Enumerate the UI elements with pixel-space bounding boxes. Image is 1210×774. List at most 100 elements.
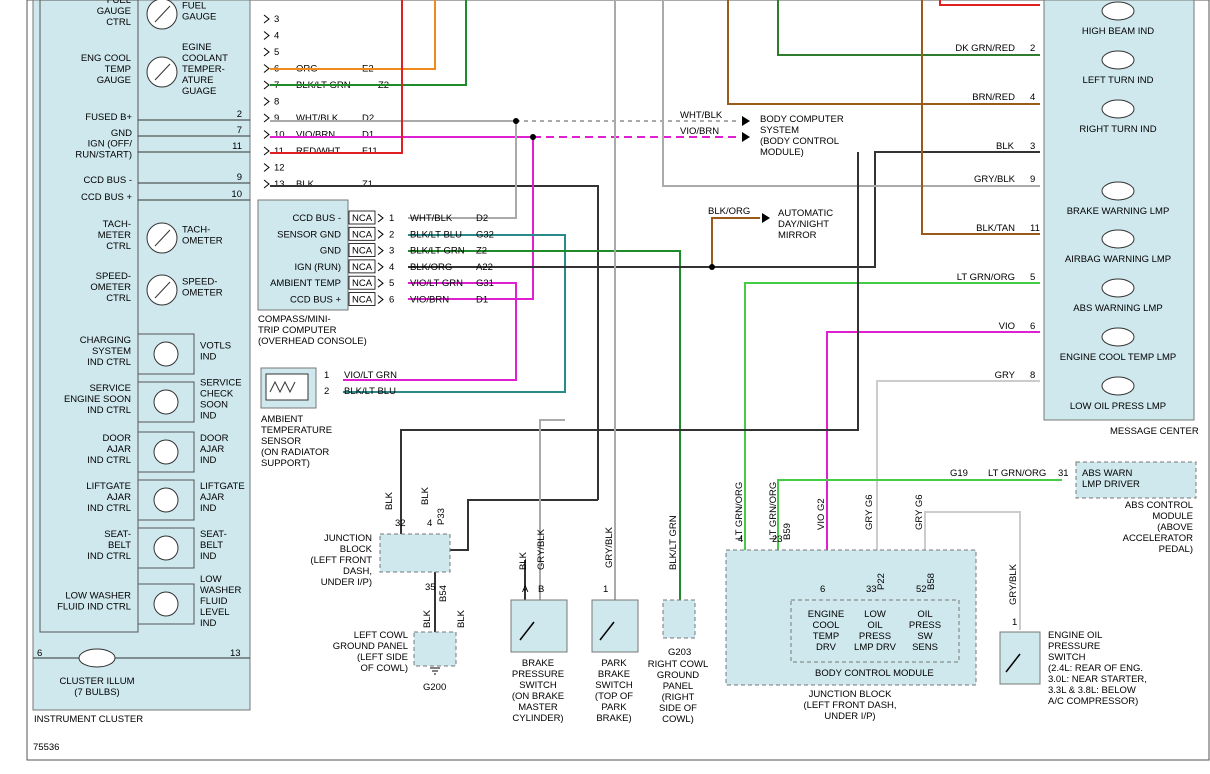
- lamp-bulb-icon: [1101, 181, 1135, 201]
- bcm-pin-number: 23: [772, 534, 783, 545]
- wire-org-e2: [270, 0, 436, 70]
- message-center-lamp-label: LOW OIL PRESS LMP: [1070, 401, 1166, 412]
- message-center-wire: LT GRN/ORG: [957, 272, 1015, 283]
- arrow-icon: [742, 132, 750, 142]
- connector-pin-icon: [377, 262, 384, 272]
- wire-gry-blk-9: [662, 0, 1040, 187]
- bcm-wire-color: GRY G6: [914, 494, 925, 530]
- oil-pin: 1: [1012, 617, 1017, 628]
- lamp-bulb-icon: [1101, 1, 1135, 21]
- connector-circuit: D1: [362, 130, 374, 141]
- park-pin: 1: [603, 584, 608, 595]
- park-switch-box: [591, 599, 639, 653]
- message-center-pin: 4: [1030, 92, 1035, 103]
- bcm-wire-color: LT GRN/ORG: [734, 482, 745, 540]
- instrument-cluster-title: INSTRUMENT CLUSTER: [34, 714, 143, 725]
- nca-label: NCA: [352, 262, 373, 273]
- wire-vio-ltgrn-g31: [343, 282, 517, 381]
- wire-blk-z1: [270, 185, 599, 500]
- message-center-wire: GRY/BLK: [974, 174, 1016, 185]
- brake-pin-a: A: [522, 584, 529, 595]
- cluster-pin-number: 2: [237, 109, 242, 120]
- message-center-wire: VIO: [999, 321, 1015, 332]
- nca-box: [348, 275, 376, 290]
- frame: [26, 0, 1210, 761]
- abs-pin: 31: [1058, 468, 1069, 479]
- connector-wire-color: BLK: [296, 179, 315, 190]
- lamp-bulb-icon: [1101, 278, 1135, 298]
- bulb-icon: [153, 439, 179, 465]
- message-center-box: [1043, 0, 1195, 421]
- bcm-circuit: B59: [782, 523, 793, 540]
- connector-pin-icon: [377, 246, 384, 255]
- ground-left-wire-2: BLK: [456, 609, 467, 628]
- compass-pin-number: 1: [389, 213, 394, 224]
- connector-pin-icon: [377, 295, 384, 304]
- connector-circuit: D2: [362, 113, 374, 124]
- illum-bulb-icon: [78, 648, 116, 668]
- compass-circuit: D2: [476, 213, 488, 224]
- bcm-wire-color: GRY G6: [864, 494, 875, 530]
- bcm-inner-pin: 6: [820, 584, 825, 595]
- compass-wire-color: VIO/BRN: [410, 295, 449, 306]
- jb-wire-32: BLK: [384, 491, 395, 510]
- nca-label: NCA: [352, 213, 373, 224]
- wire-ltgrn-org-g19: [777, 479, 1062, 560]
- connector-pin-number: 12: [274, 163, 285, 174]
- compass-pin-number: 2: [389, 229, 394, 240]
- connector-pin-number: 10: [274, 130, 285, 141]
- ground-right-box: [662, 599, 696, 639]
- connector-pin-number: 5: [274, 47, 279, 58]
- splice-dots: [513, 118, 715, 270]
- wire-blk-ltblu-g32: [343, 234, 566, 393]
- connector-pin-icon: [263, 163, 270, 172]
- compass-circuit: G31: [476, 278, 494, 289]
- switch-icon: [519, 621, 535, 641]
- compass-box: [257, 199, 349, 311]
- brake-wire-a: BLK: [518, 551, 529, 570]
- connector-pin-icon: [263, 14, 270, 24]
- message-center-pin: 9: [1030, 174, 1035, 185]
- mc-blk-wire: BLK: [996, 141, 1015, 152]
- connector-circuit: Z1: [362, 179, 373, 190]
- nca-box: [348, 292, 376, 306]
- wire-ltgrn-org-5: [744, 282, 1040, 560]
- compass-pin-number: 6: [389, 295, 394, 306]
- bulb-icon: [153, 591, 179, 617]
- compass-pin-label: CCD BUS +: [290, 295, 341, 306]
- bulb-icon: [153, 535, 179, 561]
- message-center-title: MESSAGE CENTER: [1110, 426, 1199, 437]
- cluster-pin-number: 10: [231, 189, 242, 200]
- connector-pin-icon: [263, 179, 270, 189]
- connector-pin-icon: [263, 64, 270, 73]
- switch-icon: [599, 621, 615, 641]
- message-center-pin: 6: [1030, 321, 1035, 332]
- mc-blk-pin: 3: [1030, 141, 1035, 152]
- wire-gry-8: [876, 380, 1040, 595]
- nca-box: [348, 259, 376, 274]
- illum-pin-left: 6: [37, 648, 42, 659]
- oil-switch-box: [999, 631, 1041, 685]
- cluster-pin-label: FUSED B+: [85, 112, 132, 123]
- message-center-lamp-label: AIRBAG WARNING LMP: [1065, 254, 1171, 265]
- wire-dkgrn-red-2: [777, 0, 1040, 56]
- compass-wire-color: BLK/LT BLU: [410, 229, 462, 240]
- message-center-lamp-label: BRAKE WARNING LMP: [1067, 206, 1170, 217]
